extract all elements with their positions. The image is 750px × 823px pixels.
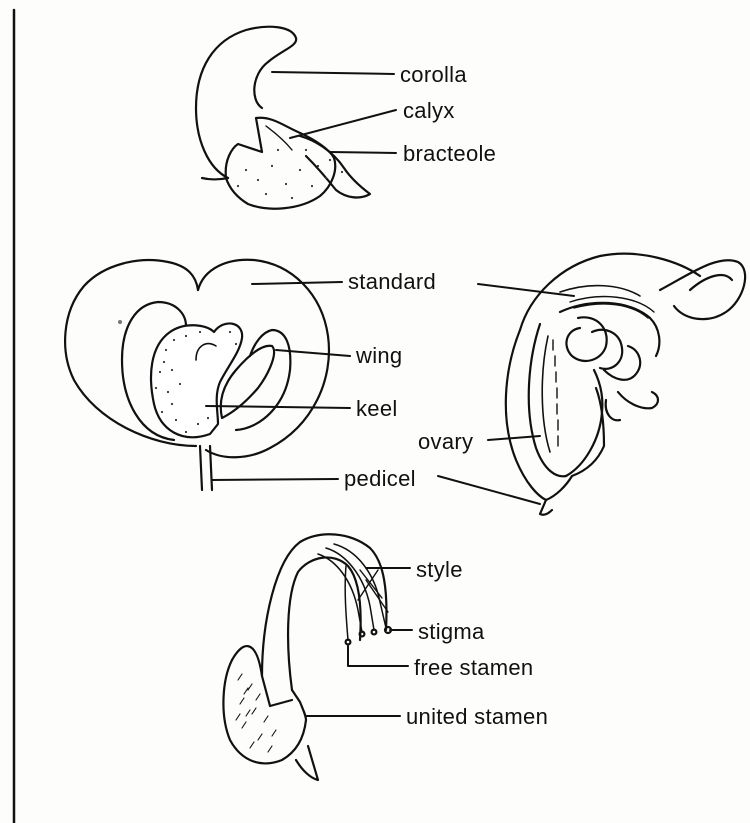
section-stamen-lines xyxy=(570,297,654,318)
leader-standard xyxy=(252,282,342,284)
section-outer-left xyxy=(506,330,546,500)
section-hook xyxy=(618,392,658,408)
pedicel-stalk xyxy=(200,446,212,490)
specimen-speck xyxy=(118,320,122,324)
leader-calyx xyxy=(290,110,396,138)
leader-lines xyxy=(206,72,574,716)
filament-2 xyxy=(326,548,374,630)
label-ovary: ovary xyxy=(418,431,473,453)
label-stigma: stigma xyxy=(418,621,485,643)
anther-1 xyxy=(360,632,365,637)
label-pedicel: pedicel xyxy=(344,468,416,490)
corolla-petal xyxy=(196,27,296,178)
section-standard-inner xyxy=(690,275,732,290)
leader-pedicel-right xyxy=(438,476,540,504)
label-wing: wing xyxy=(356,345,402,367)
leader-corolla xyxy=(272,72,394,74)
united-stamen-hatching xyxy=(236,674,276,752)
flower-front-view xyxy=(65,260,329,490)
stamen-sheath-join xyxy=(292,690,306,720)
anther-2 xyxy=(372,630,377,635)
stamen-arch-inner xyxy=(288,557,361,690)
stamen-arch-outer xyxy=(262,534,386,676)
androecium-view xyxy=(223,534,391,780)
section-inner-left xyxy=(529,324,566,476)
leader-free-stamen xyxy=(348,646,408,666)
anther-3 xyxy=(346,640,351,645)
leader-pedicel xyxy=(212,479,338,480)
section-wing-fold xyxy=(560,286,640,296)
stamen-sheath-outer xyxy=(223,660,306,763)
section-hook-2 xyxy=(606,400,620,420)
section-coil-1 xyxy=(566,317,606,361)
section-standard-curl xyxy=(660,260,745,319)
section-right-outline xyxy=(566,370,602,476)
section-ovary-wall xyxy=(542,336,550,452)
leader-wing xyxy=(276,350,350,356)
label-free-stamen: free stamen xyxy=(414,657,533,679)
calyx-lobe xyxy=(266,126,292,150)
leader-bracteole xyxy=(330,152,396,153)
label-calyx: calyx xyxy=(403,100,455,122)
pedicel-base xyxy=(202,178,228,180)
label-style: style xyxy=(416,559,463,581)
free-stamen-filament xyxy=(345,566,348,640)
flower-side-view xyxy=(196,27,370,209)
label-standard: standard xyxy=(348,271,436,293)
label-united-stamen: united stamen xyxy=(406,706,548,728)
section-ovary-beads xyxy=(553,340,558,446)
filament-1 xyxy=(318,554,362,632)
label-keel: keel xyxy=(356,398,398,420)
section-pedicel xyxy=(540,500,552,515)
label-corolla: corolla xyxy=(400,64,467,86)
label-bracteole: bracteole xyxy=(403,143,496,165)
leader-standard-right xyxy=(478,284,574,296)
calyx-stipple xyxy=(237,149,343,199)
section-calyx xyxy=(546,388,604,500)
stamen-base xyxy=(296,746,318,780)
leader-keel xyxy=(206,406,350,408)
